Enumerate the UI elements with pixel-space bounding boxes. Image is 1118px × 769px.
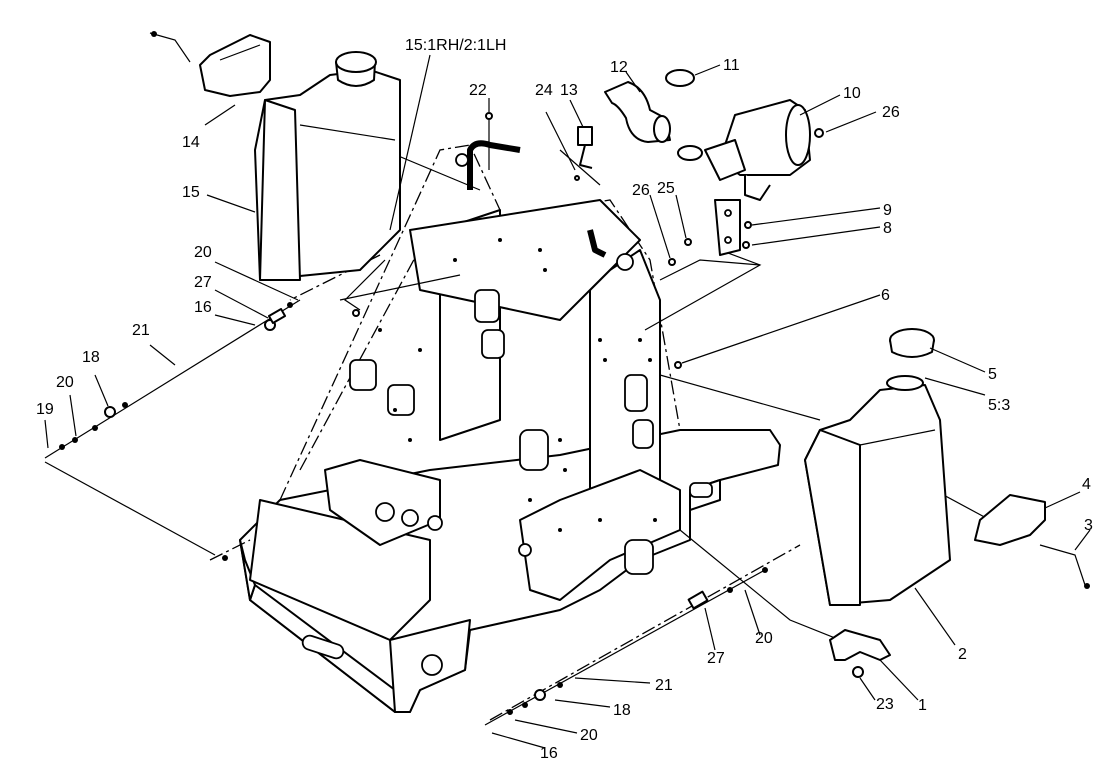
callout-11: 11 [723,57,740,74]
callout-9: 9 [883,202,892,219]
air-cleaner [704,99,811,256]
callout-13: 13 [560,82,578,99]
right-linkage-rod [484,567,768,726]
callout-22: 22 [469,82,487,99]
frame-bolt-holes [378,238,657,532]
callout-24: 24 [535,82,553,99]
callout-25: 25 [657,180,675,197]
callout-20b: 20 [56,374,74,391]
callout-2: 2 [958,646,967,663]
left-tank-bracket [149,31,271,97]
callout-3: 3 [1084,517,1093,534]
hitch-pin [577,126,593,169]
mount-bracket [829,629,891,678]
callout-5-3: 5:3 [988,397,1010,414]
callout-8: 8 [883,220,892,237]
callout-21b: 21 [655,677,673,694]
callout-21a: 21 [132,322,150,339]
callout-27a: 27 [194,274,212,291]
callout-1: 1 [918,697,927,714]
callout-16b: 16 [540,745,558,762]
callout-18b: 18 [613,702,631,719]
callout-leaders [44,54,1091,749]
callout-20d: 20 [580,727,598,744]
callout-18a: 18 [82,349,100,366]
callout-15: 15 [182,184,200,201]
callout-16a: 16 [194,299,212,316]
callout-23: 23 [876,696,894,713]
main-frame [239,140,781,713]
left-fuel-tank [254,51,401,281]
callout-19: 19 [36,401,54,418]
callout-10: 10 [843,85,861,102]
callout-5: 5 [988,366,997,383]
callout-20c: 20 [755,630,773,647]
callout-12: 12 [610,59,628,76]
right-fuel-tank [804,328,951,606]
callout-27b: 27 [707,650,725,667]
right-tank-bracket [974,494,1090,589]
callout-ratio: 15:1RH/2:1LH [405,37,506,54]
intake-hose [604,69,703,161]
callout-6: 6 [881,287,890,304]
callout-20a: 20 [194,244,212,261]
callout-labels: 15:1RH/2:1LH 13 12 11 10 26 22 24 14 15 … [36,37,1093,762]
callout-26a: 26 [882,104,900,121]
left-linkage-rod [44,299,301,561]
callout-4: 4 [1082,476,1091,493]
callout-26b: 26 [632,182,650,199]
callout-14: 14 [182,134,200,151]
hardware-items [352,112,824,369]
